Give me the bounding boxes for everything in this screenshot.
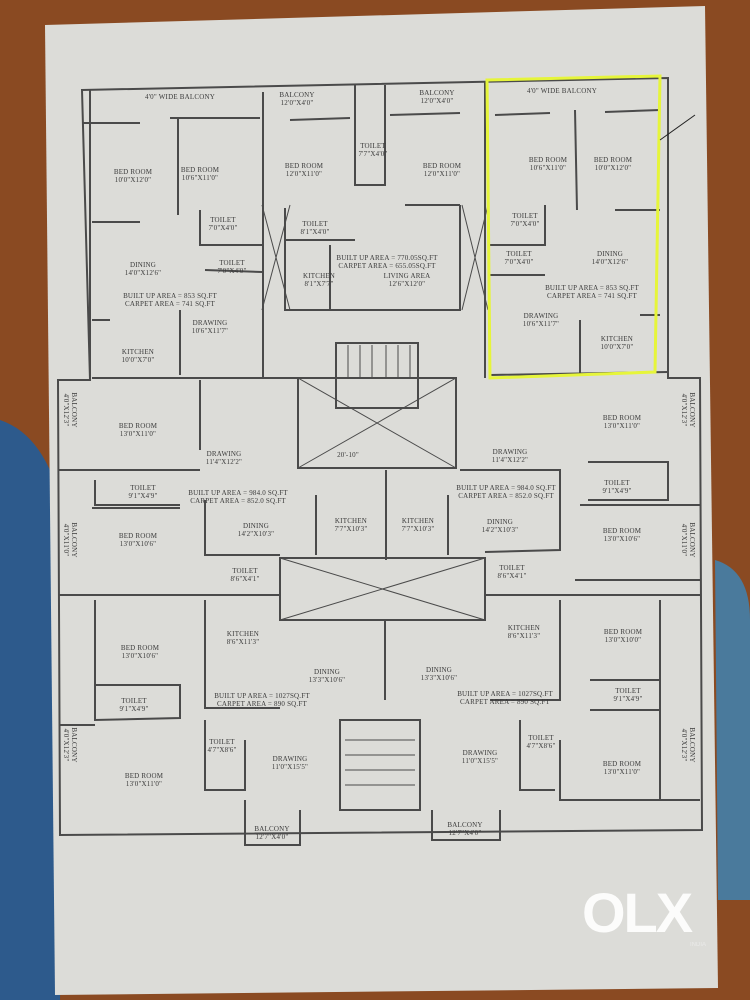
cloth-right: [715, 560, 750, 900]
paper-sheet: [45, 6, 718, 995]
olx-logo: OLX: [582, 881, 693, 944]
balcony-label: 4'0" WIDE BALCONY: [527, 87, 597, 95]
pen-mark: [659, 114, 696, 141]
balcony-label: 4'0" WIDE BALCONY: [145, 93, 215, 101]
lift-dimension: 20'-10": [337, 451, 359, 459]
olx-region: INDIA: [690, 942, 707, 948]
highlight-outline: [485, 74, 662, 380]
